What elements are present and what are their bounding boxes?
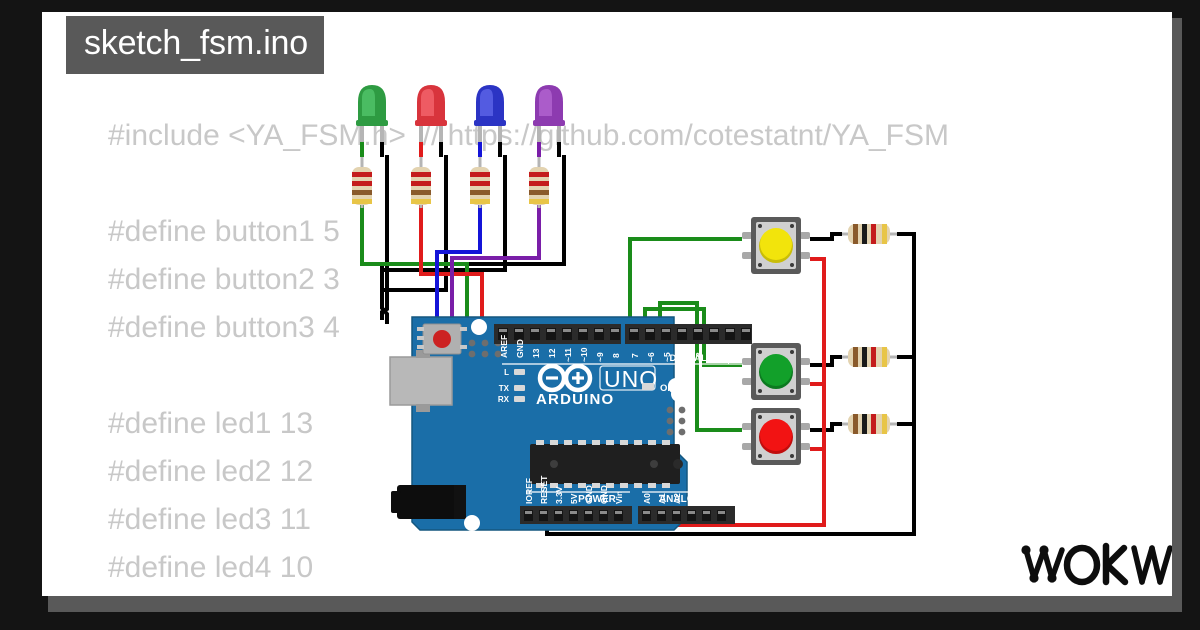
wire-led4-anode-pin12 bbox=[450, 202, 541, 324]
svg-text:7: 7 bbox=[630, 353, 640, 358]
svg-text:TX: TX bbox=[499, 384, 510, 393]
svg-text:GND: GND bbox=[599, 485, 609, 504]
svg-text:L: L bbox=[504, 368, 509, 377]
pushbutton-yellow[interactable] bbox=[742, 217, 810, 274]
resistor-led-green[interactable] bbox=[352, 157, 372, 208]
svg-text:~6: ~6 bbox=[646, 352, 656, 362]
svg-text:4: 4 bbox=[678, 353, 688, 358]
arduino-infinity-logo bbox=[537, 363, 593, 393]
analog-header-label: ANALOG IN bbox=[659, 494, 715, 505]
power-header-label: POWER bbox=[578, 494, 617, 505]
svg-text:RX: RX bbox=[498, 395, 510, 404]
digital-pin-labels: AREF GND 13 12 ~11 ~10 ~9 8 7 ~6 ~5 4 ~3… bbox=[499, 335, 752, 364]
arduino-logo-signs bbox=[546, 372, 584, 384]
analog-pin-labels: A0 A1 A2 A3 A4 A5 bbox=[642, 493, 727, 504]
resistor-button-green[interactable] bbox=[842, 347, 897, 367]
led-blue[interactable] bbox=[474, 85, 506, 157]
code-watermark: #include <YA_FSM.h> // https://github.co… bbox=[108, 112, 1168, 596]
pushbutton-green[interactable] bbox=[742, 343, 810, 400]
svg-text:TX 1: TX 1 bbox=[726, 346, 736, 364]
digital-header-right[interactable] bbox=[625, 324, 752, 344]
code-line: #define button2 3 bbox=[108, 263, 340, 296]
resistor-led-purple[interactable] bbox=[529, 157, 549, 208]
code-line: #define button1 5 bbox=[108, 215, 340, 248]
led-purple[interactable] bbox=[533, 85, 565, 157]
power-led bbox=[642, 383, 654, 390]
led-green[interactable] bbox=[356, 85, 388, 157]
sketch-filename-title: sketch_fsm.ino bbox=[66, 16, 324, 74]
resistor-led-red[interactable] bbox=[411, 157, 431, 208]
wire-button3-signal-pin3 bbox=[658, 301, 742, 432]
svg-text:3.3V: 3.3V bbox=[554, 486, 564, 504]
resistor-button-red[interactable] bbox=[842, 414, 897, 434]
svg-text:IOREF: IOREF bbox=[524, 478, 534, 504]
arduino-uno-board[interactable]: AREF GND 13 12 ~11 ~10 ~9 8 7 ~6 ~5 4 ~3… bbox=[389, 316, 752, 531]
code-line: #include <YA_FSM.h> // https://github.co… bbox=[108, 119, 949, 152]
svg-text:A1: A1 bbox=[657, 493, 667, 504]
wire-button1-signal-pin5 bbox=[628, 237, 742, 324]
atmega-chip bbox=[530, 440, 683, 488]
status-leds: L TX RX bbox=[498, 368, 525, 404]
svg-text:A0: A0 bbox=[642, 493, 652, 504]
svg-text:GND: GND bbox=[584, 485, 594, 504]
digital-header-left[interactable] bbox=[494, 324, 621, 344]
svg-text:A5: A5 bbox=[717, 493, 727, 504]
svg-text:GND: GND bbox=[515, 339, 525, 358]
analog-header[interactable] bbox=[638, 506, 735, 524]
code-line: #define led2 12 bbox=[108, 455, 314, 488]
mounting-hole bbox=[471, 319, 487, 335]
svg-text:12: 12 bbox=[547, 348, 557, 358]
svg-text:RX 0: RX 0 bbox=[742, 345, 752, 364]
code-line: #define led1 13 bbox=[108, 407, 314, 440]
power-jack bbox=[397, 485, 465, 519]
power-led-label: ON bbox=[660, 383, 674, 394]
reset-button[interactable] bbox=[417, 323, 467, 355]
led-red[interactable] bbox=[415, 85, 447, 157]
svg-text:13: 13 bbox=[531, 348, 541, 358]
svg-text:~10: ~10 bbox=[579, 347, 589, 362]
svg-text:~9: ~9 bbox=[595, 352, 605, 362]
digital-header-label: DIGITAL (PWM ~) bbox=[670, 353, 748, 364]
svg-text:RESET: RESET bbox=[539, 475, 549, 504]
wire-button2-signal-pin4 bbox=[643, 307, 742, 367]
board-brand-label: ARDUINO bbox=[536, 391, 614, 408]
resistor-led-blue[interactable] bbox=[470, 157, 490, 208]
svg-text:~5: ~5 bbox=[662, 352, 672, 362]
wire-led1-anode-pin11 bbox=[360, 202, 469, 324]
svg-text:~11: ~11 bbox=[563, 348, 573, 362]
svg-text:~3: ~3 bbox=[694, 352, 704, 362]
code-line: #define led3 11 bbox=[108, 503, 311, 536]
svg-text:5V: 5V bbox=[569, 493, 579, 504]
svg-text:A3: A3 bbox=[687, 493, 697, 504]
circuit-schematic: AREF GND 13 12 ~11 ~10 ~9 8 7 ~6 ~5 4 ~3… bbox=[352, 85, 916, 536]
power-header[interactable] bbox=[520, 506, 632, 524]
mounting-hole bbox=[464, 515, 480, 531]
wire-led-gnd-trunk bbox=[380, 264, 389, 324]
power-pin-labels: IOREF RESET 3.3V 5V GND GND Vin bbox=[524, 475, 624, 504]
pushbutton-red[interactable] bbox=[742, 408, 810, 465]
wire-led3-anode-pin13 bbox=[435, 202, 482, 324]
svg-text:A2: A2 bbox=[672, 493, 682, 504]
svg-text:2: 2 bbox=[710, 353, 720, 358]
code-line: #define button3 4 bbox=[108, 311, 340, 344]
code-line: #define led4 10 bbox=[108, 551, 314, 584]
resistor-button-yellow[interactable] bbox=[842, 224, 897, 244]
svg-text:AREF: AREF bbox=[499, 335, 509, 358]
svg-text:A4: A4 bbox=[702, 493, 712, 504]
wokwi-logo bbox=[1021, 542, 1172, 586]
svg-text:Vin: Vin bbox=[614, 491, 624, 504]
svg-text:8: 8 bbox=[611, 353, 621, 358]
icsp-header-right bbox=[666, 406, 686, 436]
diagram-canvas[interactable]: #include <YA_FSM.h> // https://github.co… bbox=[42, 12, 1172, 596]
usb-connector bbox=[389, 356, 453, 406]
